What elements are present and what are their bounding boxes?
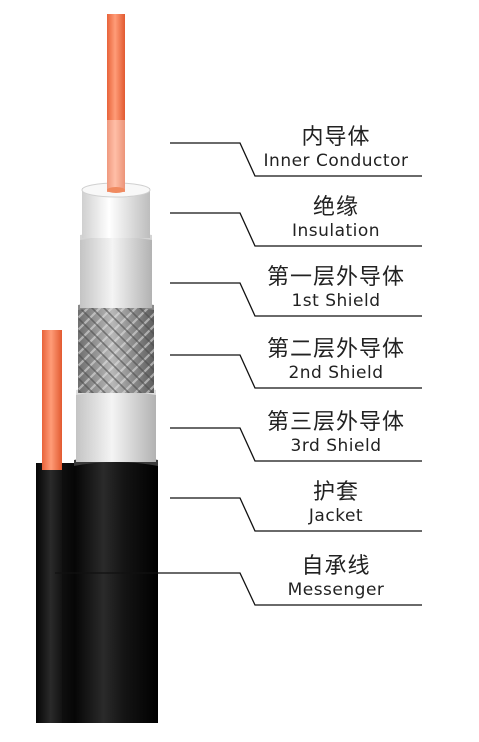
label-first-shield: 第一层外导体 1st Shield bbox=[236, 265, 436, 311]
inner-conductor bbox=[107, 14, 125, 192]
third-shield bbox=[76, 390, 156, 462]
label-en: 1st Shield bbox=[291, 291, 381, 311]
leader-insulation bbox=[170, 212, 422, 247]
label-cn: 第三层外导体 bbox=[266, 410, 405, 435]
messenger-jacket bbox=[36, 463, 78, 723]
label-messenger: 自承线 Messenger bbox=[236, 554, 436, 600]
first-shield bbox=[80, 235, 152, 308]
leader-messenger bbox=[55, 572, 422, 606]
label-insulation: 绝缘 Insulation bbox=[236, 195, 436, 241]
label-cn: 内导体 bbox=[301, 125, 371, 150]
leader-first-shield bbox=[170, 282, 422, 317]
label-en: Jacket bbox=[308, 506, 364, 526]
label-cn: 第一层外导体 bbox=[266, 265, 405, 290]
leader-second-shield bbox=[170, 354, 422, 389]
label-third-shield: 第三层外导体 3rd Shield bbox=[236, 410, 436, 456]
label-en: 3rd Shield bbox=[290, 436, 382, 456]
leader-jacket bbox=[170, 497, 422, 532]
braid-texture bbox=[78, 305, 154, 393]
leader-lines bbox=[55, 142, 422, 606]
label-cn: 护套 bbox=[312, 480, 359, 505]
label-cn: 第二层外导体 bbox=[266, 337, 405, 362]
leader-third-shield bbox=[170, 427, 422, 462]
label-en: 2nd Shield bbox=[288, 363, 384, 383]
label-second-shield: 第二层外导体 2nd Shield bbox=[236, 337, 436, 383]
leader-inner-conductor bbox=[170, 142, 422, 177]
messenger-steel-wire bbox=[42, 330, 62, 470]
label-jacket: 护套 Jacket bbox=[236, 480, 436, 526]
label-cn: 绝缘 bbox=[312, 195, 359, 220]
label-inner-conductor: 内导体 Inner Conductor bbox=[236, 125, 436, 171]
label-en: Insulation bbox=[291, 221, 381, 241]
label-en: Inner Conductor bbox=[263, 151, 409, 171]
label-en: Messenger bbox=[287, 580, 385, 600]
cable-jacket bbox=[74, 460, 158, 723]
label-cn: 自承线 bbox=[301, 554, 371, 579]
